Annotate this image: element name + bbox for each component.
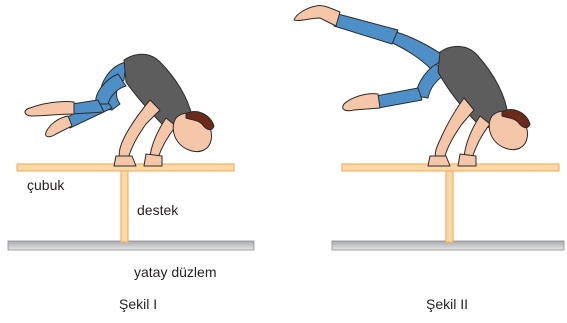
rod-2: [342, 164, 559, 171]
figure-2: Şekil II: [294, 5, 564, 312]
support-post-1: [121, 170, 128, 242]
ground-plane-1: [8, 241, 254, 250]
gymnast-1: [25, 54, 214, 166]
ground-label: yatay düzlem: [134, 264, 216, 280]
support-label: destek: [137, 202, 179, 218]
figure-2-caption: Şekil II: [426, 296, 468, 312]
rod-label: çubuk: [27, 177, 65, 193]
gymnast-2: [294, 5, 530, 166]
figure-1: çubuk destek yatay düzlem Şekil I: [8, 54, 254, 312]
support-post-2: [446, 170, 453, 242]
figure-1-caption: Şekil I: [119, 296, 157, 312]
